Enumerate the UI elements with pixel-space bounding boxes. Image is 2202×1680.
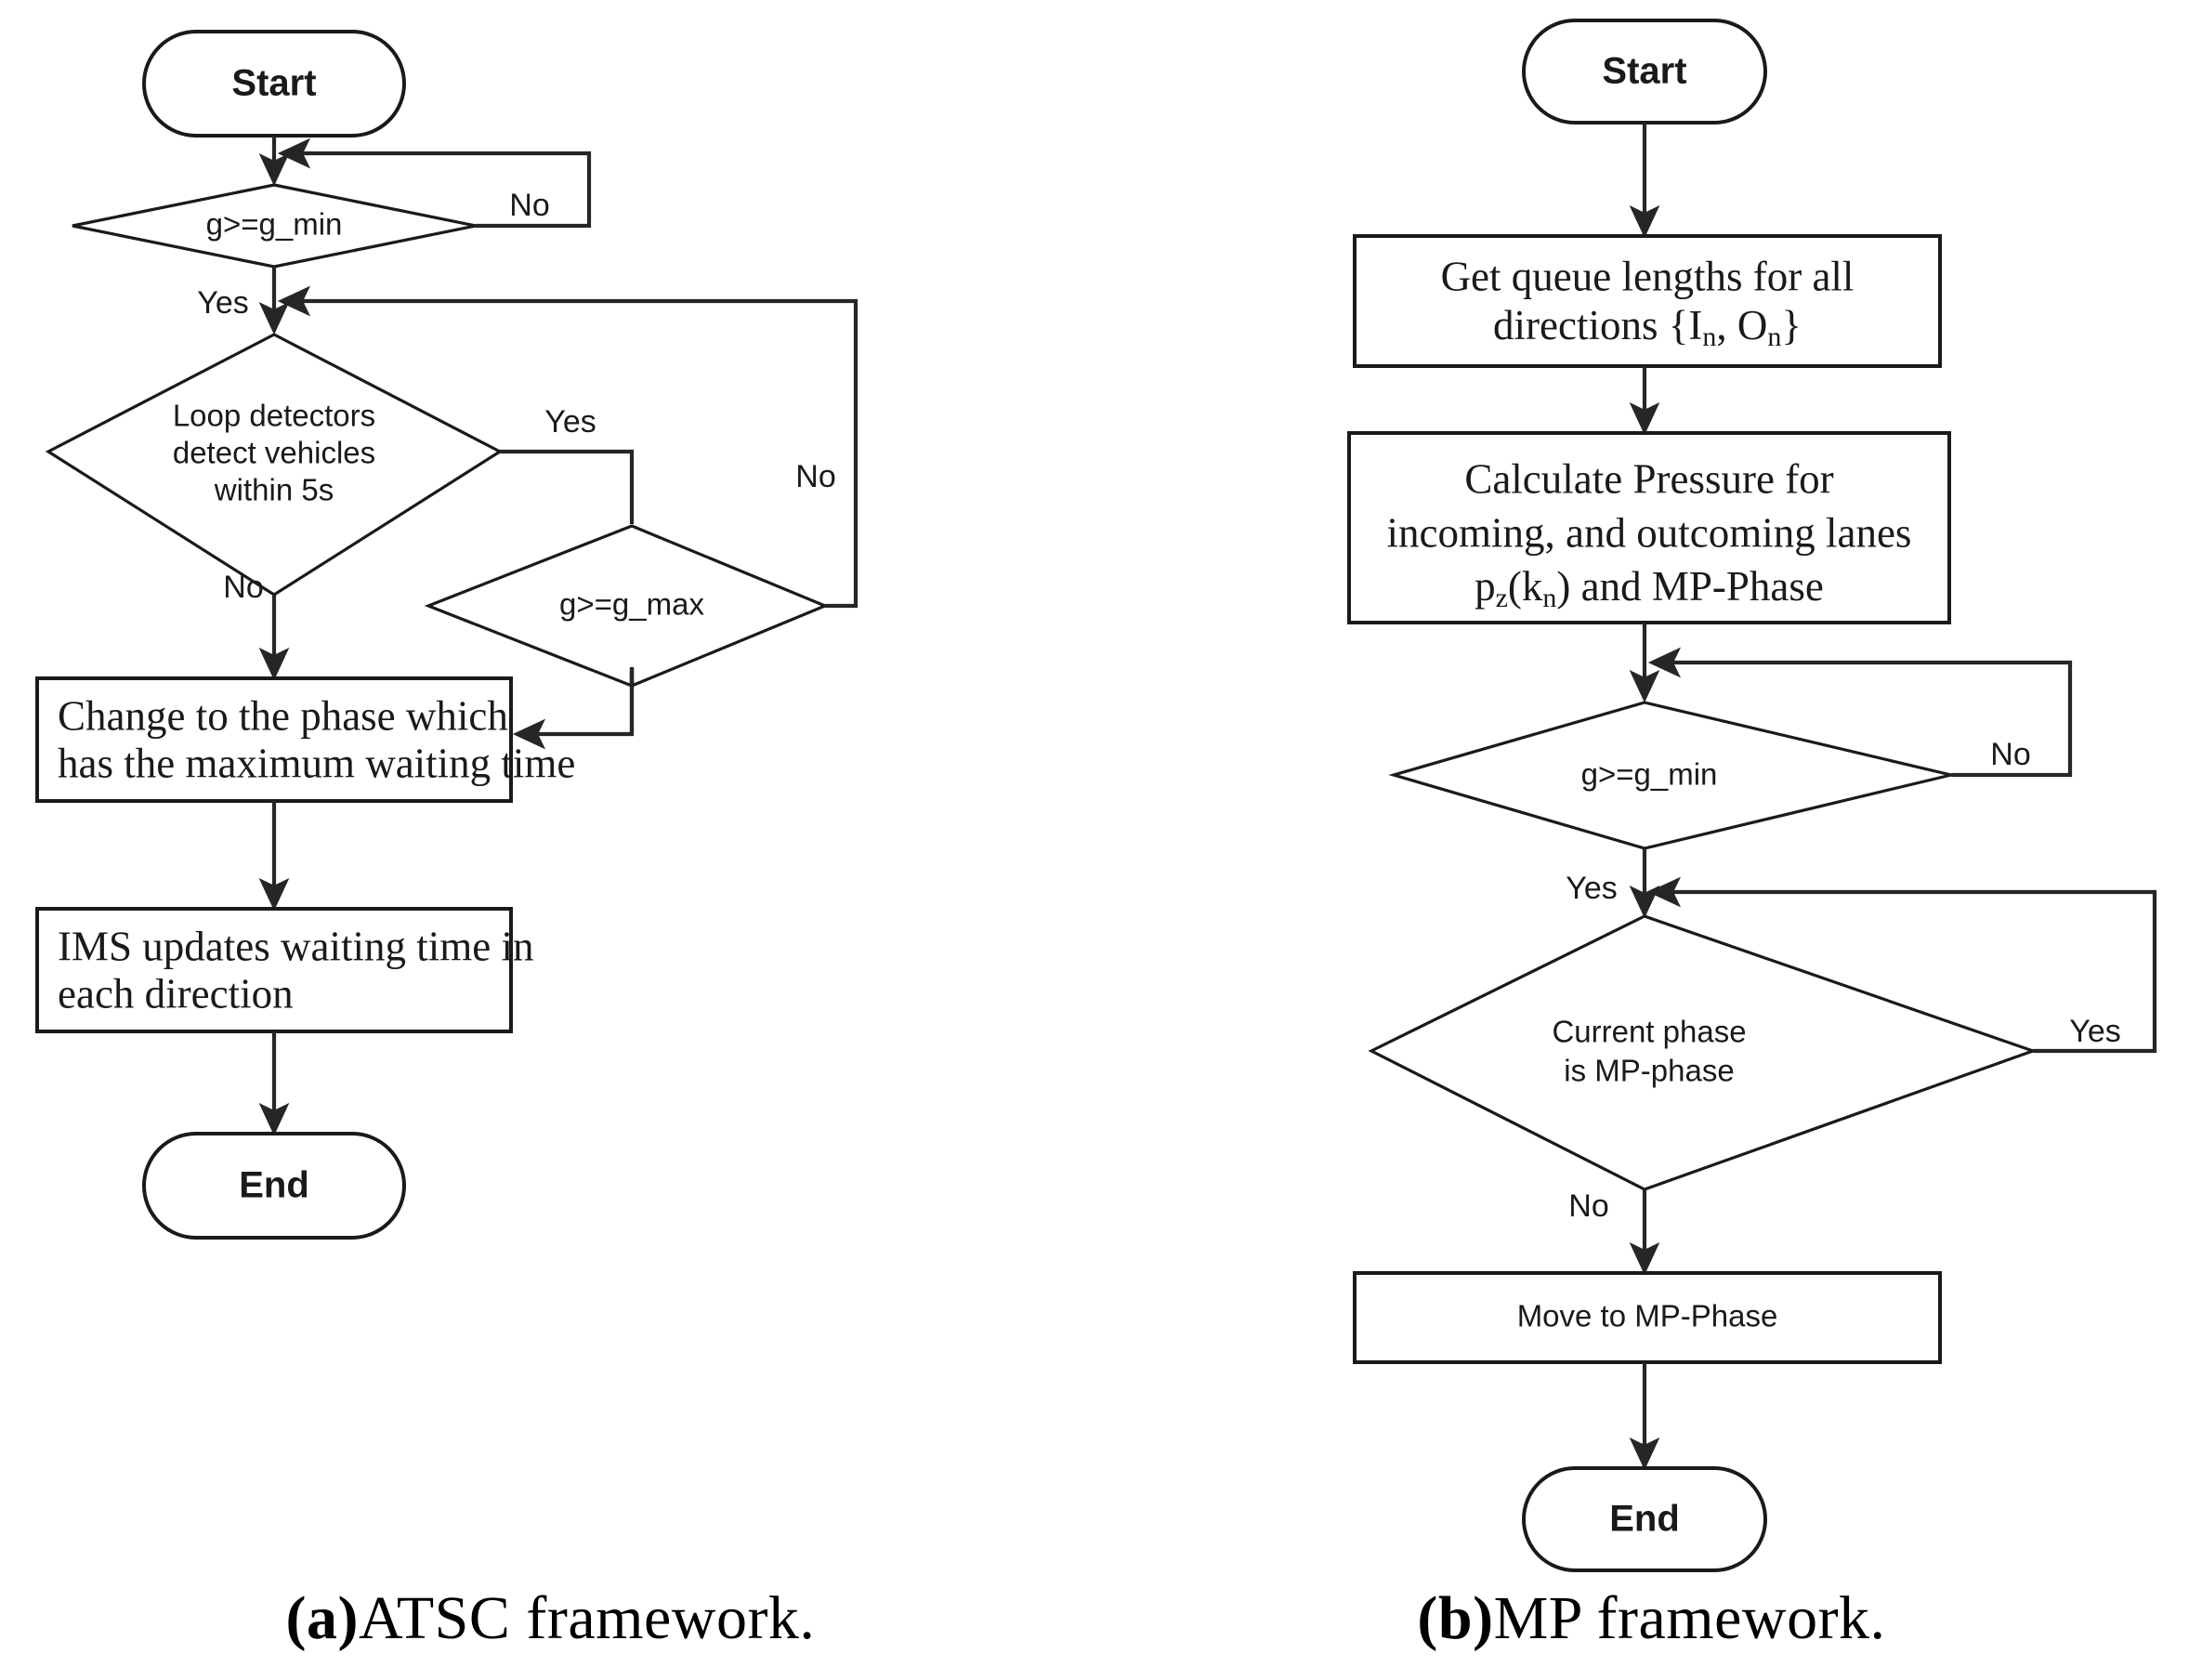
panel-mp: Start Get queue lengths for all directio… [1347, 19, 2157, 1572]
node-process-pressure-line2: incoming, and outcoming lanes [1387, 509, 1912, 556]
node-process-queue-line1: Get queue lengths for all [1441, 253, 1855, 299]
node-decision-gmin-atsc-label: g>=g_min [206, 207, 343, 242]
node-decision-gmin-atsc[interactable]: g>=g_min [72, 183, 477, 269]
edge-gmax-no-loopback-atsc [277, 285, 859, 609]
queue-l2-sub-2: n [1767, 322, 1781, 352]
node-process-ims-line1: IMS updates waiting time in [58, 923, 533, 969]
node-decision-loopdetect-line1: Loop detectors [173, 399, 375, 433]
node-start-mp[interactable]: Start [1522, 19, 1767, 125]
figure-captions: (a) ATSC framework. (b) MP framework. [0, 1557, 2202, 1680]
node-process-ims-atsc[interactable]: IMS updates waiting time in each directi… [35, 907, 533, 1033]
node-process-pressure-line1: Calculate Pressure for [1464, 455, 1833, 502]
edge-label-current-no-mp: No [1568, 1188, 1608, 1224]
node-decision-gmax-atsc[interactable]: g>=g_max [424, 524, 830, 688]
node-decision-current-line1: Current phase [1552, 1015, 1746, 1049]
node-decision-loopdetect-atsc[interactable]: Loop detectors detect vehicles within 5s [45, 333, 504, 597]
pressure-l3-sub-1: z [1496, 583, 1508, 613]
node-process-move-mp[interactable]: Move to MP-Phase [1353, 1271, 1942, 1364]
queue-l2-sub-1: n [1702, 322, 1716, 352]
node-end-mp-label: End [1609, 1499, 1680, 1540]
node-process-move-label: Move to MP-Phase [1517, 1299, 1778, 1333]
node-process-change-line2: has the maximum waiting time [58, 740, 575, 786]
edge-label-loopdetect-no-atsc: No [223, 570, 263, 605]
caption-panel-a: (a) ATSC framework. [0, 1557, 1101, 1680]
node-process-change-atsc[interactable]: Change to the phase which has the maximu… [35, 676, 575, 803]
node-process-queue-mp[interactable]: Get queue lengths for all directions {In… [1353, 234, 1942, 368]
node-decision-gmax-atsc-label: g>=g_max [559, 587, 704, 622]
caption-panel-b-marker: (b) [1417, 1584, 1494, 1652]
node-decision-loopdetect-line2: detect vehicles [173, 436, 375, 470]
queue-l2-part-a: directions {I [1493, 302, 1702, 348]
node-start-atsc[interactable]: Start [142, 30, 406, 138]
panel-atsc: Start g>=g_min No Yes Loop detectors det… [35, 30, 859, 1240]
queue-l2-part-b: , O [1716, 302, 1767, 348]
edge-label-gmin-no-atsc: No [509, 188, 549, 223]
edge-gmin-no-loopback-atsc [277, 138, 592, 229]
edge-gmax-yes-to-change-atsc [512, 676, 635, 750]
caption-panel-b: (b) MP framework. [1101, 1557, 2202, 1680]
caption-panel-b-text: MP framework. [1493, 1584, 1886, 1652]
node-decision-current-line2: is MP-phase [1564, 1054, 1734, 1088]
node-start-atsc-label: Start [231, 63, 316, 104]
edge-label-gmin-no-mp: No [1990, 737, 2030, 772]
node-process-ims-line2: each direction [58, 970, 294, 1017]
edge-gmin-no-loopback-mp [1647, 647, 2073, 778]
edge-label-current-yes-mp: Yes [2069, 1014, 2120, 1049]
node-decision-loopdetect-line3: within 5s [214, 473, 334, 507]
node-process-queue-line2: directions {In, On} [1493, 302, 1802, 352]
edge-label-gmin-yes-atsc: Yes [197, 285, 248, 321]
pressure-l3-part-a: p [1475, 563, 1496, 610]
pressure-l3-part-c: ) and MP-Phase [1556, 563, 1823, 610]
edge-label-gmax-no-atsc: No [795, 459, 835, 494]
node-decision-gmin-mp-label: g>=g_min [1581, 757, 1718, 792]
node-process-pressure-line3: pz(kn) and MP-Phase [1475, 563, 1824, 613]
node-process-change-line1: Change to the phase which [58, 692, 508, 739]
node-end-atsc-label: End [239, 1165, 309, 1206]
node-end-mp[interactable]: End [1522, 1466, 1767, 1572]
node-start-mp-label: Start [1602, 51, 1686, 92]
node-end-atsc[interactable]: End [142, 1132, 406, 1240]
caption-panel-a-marker: (a) [285, 1584, 360, 1652]
caption-panel-a-text: ATSC framework. [359, 1584, 816, 1652]
pressure-l3-part-b: (k [1508, 563, 1543, 610]
edge-label-loopdetect-yes-atsc: Yes [544, 404, 596, 440]
pressure-l3-sub-2: n [1542, 583, 1556, 613]
edge-loopdetect-yes-atsc [500, 449, 635, 524]
node-decision-gmin-mp[interactable]: g>=g_min [1388, 701, 1952, 850]
edge-label-gmin-yes-mp: Yes [1566, 871, 1617, 906]
node-decision-current-mp[interactable]: Current phase is MP-phase [1368, 914, 2038, 1191]
node-process-pressure-mp[interactable]: Calculate Pressure for incoming, and out… [1347, 431, 1951, 624]
queue-l2-part-c: } [1781, 302, 1802, 348]
edge-current-yes-loopback-mp [1647, 876, 2157, 1054]
